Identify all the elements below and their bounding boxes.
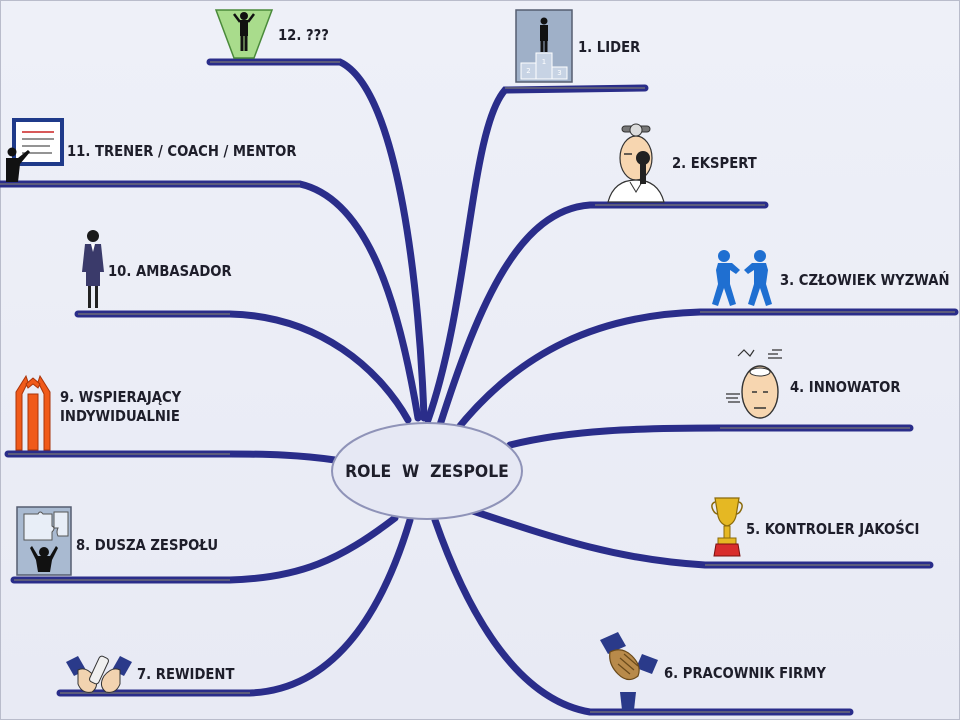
- branch-pracownik: [431, 516, 854, 716]
- label-dusza[interactable]: 8. DUSZA ZESPOŁU: [76, 536, 219, 554]
- label-lider[interactable]: 1. LIDER: [578, 38, 641, 56]
- businesswoman-icon: [82, 230, 104, 308]
- branch-innowator: [506, 424, 914, 449]
- label-unknown[interactable]: 12. ???: [278, 26, 329, 44]
- branch-kontroler: [466, 506, 934, 569]
- branch-lider: [424, 84, 649, 424]
- label-innowator[interactable]: 4. INNOWATOR: [790, 378, 901, 396]
- branch-ambasador: [74, 310, 412, 424]
- branch-wspierajacy: [4, 450, 339, 464]
- label-pracownik[interactable]: 6. PRACOWNIK FIRMY: [664, 664, 826, 682]
- trophy-icon: [711, 497, 743, 557]
- funnel-figure-icon: [214, 9, 274, 59]
- label-ekspert[interactable]: 2. EKSPERT: [672, 154, 757, 172]
- branch-ekspert: [436, 201, 769, 429]
- label-kontroler[interactable]: 5. KONTROLER JAKOŚCI: [746, 520, 920, 538]
- handshake-icon: [600, 632, 658, 710]
- label-trener[interactable]: 11. TRENER / COACH / MENTOR: [67, 142, 297, 160]
- handshake-document-icon: [66, 655, 132, 693]
- label-czlowiek[interactable]: 3. CZŁOWIEK WYZWAŃ: [780, 271, 950, 289]
- branch-trener: [0, 180, 422, 422]
- label-ambasador[interactable]: 10. AMBASADOR: [108, 262, 232, 280]
- puzzle-person-icon: [16, 506, 72, 576]
- fighting-figures-icon: [712, 250, 772, 306]
- thinking-head-icon: [726, 349, 782, 419]
- branch-czlowiek: [451, 308, 959, 436]
- branch-unknown: [206, 58, 428, 422]
- center-title: ROLE W ZESPOLE: [345, 462, 509, 482]
- svg-text:3: 3: [557, 69, 561, 77]
- svg-text:2: 2: [526, 67, 530, 75]
- doctor-magnifier-icon: [607, 123, 665, 203]
- support-pillars-icon: [15, 374, 51, 451]
- center-node[interactable]: [331, 422, 523, 520]
- svg-text:1: 1: [542, 58, 546, 66]
- label-rewident[interactable]: 7. REWIDENT: [137, 665, 235, 683]
- presenter-board-icon: [6, 118, 64, 182]
- label-wspierajacy[interactable]: 9. WSPIERAJĄCY INDYWIDUALNIE: [60, 388, 182, 425]
- podium-icon: 1 2 3: [515, 9, 573, 83]
- branch-dusza: [10, 514, 399, 584]
- branch-rewident: [56, 516, 414, 697]
